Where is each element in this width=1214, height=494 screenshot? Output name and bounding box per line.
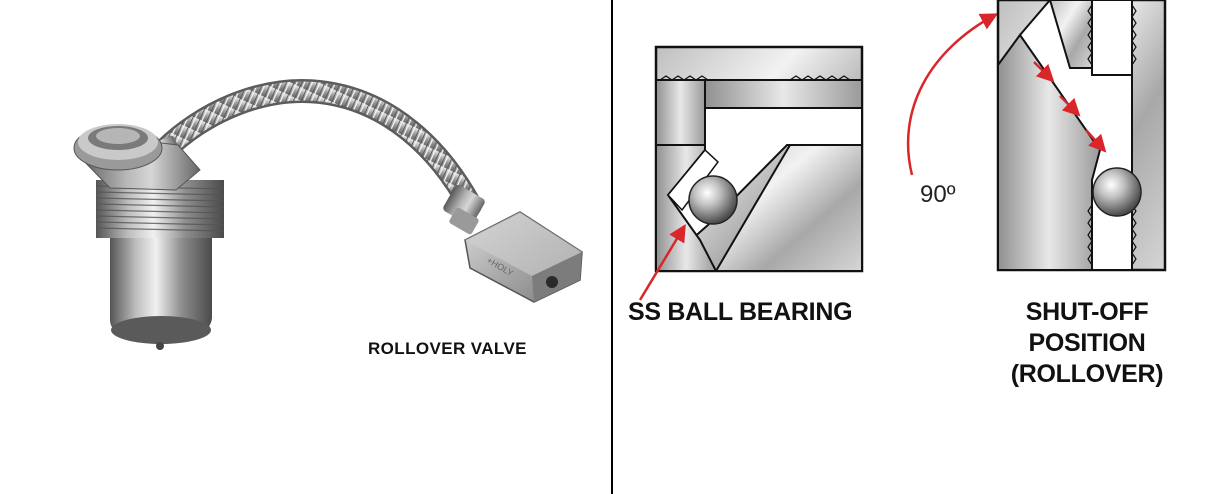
valve-block: +HOLY	[464, 211, 583, 303]
flow-arrow-3	[1085, 129, 1107, 153]
flow-arrow-1	[1033, 61, 1055, 83]
left-panel: +HOLY	[73, 79, 583, 358]
ss-ball-bearing-label: SS BALL BEARING	[628, 298, 853, 326]
shutoff-position-diagram	[996, 0, 1167, 272]
ball-pointer-arrow	[638, 224, 686, 301]
hose	[155, 81, 480, 215]
rotation-angle-label: 90º	[920, 181, 956, 208]
rotation-arrow	[906, 13, 999, 176]
flow-arrow-2	[1059, 95, 1081, 117]
shutoff-ball-icon	[1092, 167, 1142, 217]
ss-ball-bearing-icon	[688, 175, 738, 225]
valve-main-body	[73, 124, 225, 350]
shutoff-position-label: SHUT-OFF POSITION (ROLLOVER)	[970, 297, 1204, 390]
shutoff-label-line2: (ROLLOVER)	[1010, 360, 1164, 388]
rollover-valve-caption: ROLLOVER VALVE	[368, 339, 527, 358]
normal-position-diagram	[638, 45, 864, 301]
shutoff-label-line1: SHUT-OFF POSITION	[1025, 298, 1149, 357]
panel-divider	[611, 0, 613, 494]
rollover-valve-photo: +HOLY	[73, 79, 583, 350]
hose-fitting	[443, 184, 485, 235]
